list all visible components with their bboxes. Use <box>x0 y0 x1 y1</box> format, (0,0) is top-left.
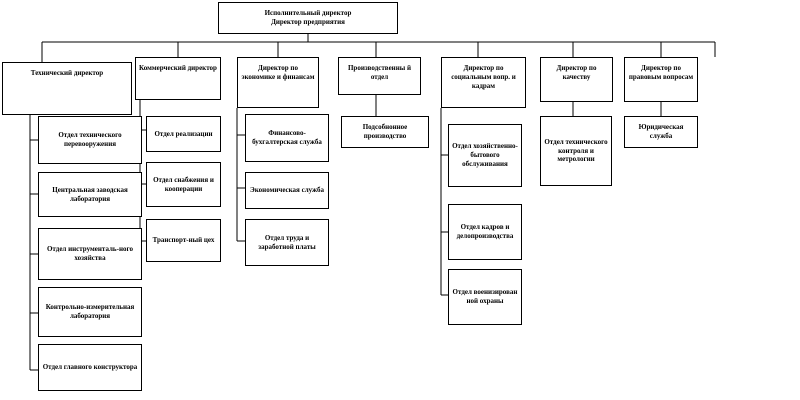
unit-transport: Транспорт-ный цех <box>146 219 221 262</box>
director-social: Директор по социальным вопр. и кадрам <box>441 57 526 108</box>
director-legal: Директор по правовым вопросам <box>624 57 698 102</box>
director-quality: Директор по качеству <box>540 57 613 102</box>
top-executive-title: Исполнительный директор <box>264 9 352 18</box>
unit-measurement-lab: Контрольно-измерительная лаборатория <box>38 287 142 337</box>
department-production: Производственны й отдел <box>338 57 421 95</box>
unit-technical-reequipment: Отдел технического перевооружения <box>38 116 142 164</box>
unit-auxiliary-production: Подсобнонное производство <box>341 116 429 148</box>
unit-legal: Юридическая служба <box>624 116 698 148</box>
unit-personnel: Отдел кадров и делопроизводства <box>448 204 522 260</box>
unit-economic: Экономическая служба <box>245 172 329 209</box>
director-technical: Технический директор <box>2 62 132 115</box>
unit-quality-control: Отдел технического контроля и метрологии <box>540 116 612 186</box>
unit-tooling: Отдел инструменталь-ного хозяйства <box>38 228 142 280</box>
unit-chief-designer: Отдел главного конструктора <box>38 344 142 391</box>
top-executive-box: Исполнительный директор Директор предпри… <box>218 2 398 34</box>
unit-sales: Отдел реализации <box>146 116 221 152</box>
director-commercial: Коммерческий директор <box>135 57 221 100</box>
unit-accounting: Финансово-бухгалтерская служба <box>245 114 329 162</box>
top-executive-subtitle: Директор предприятия <box>271 18 345 26</box>
unit-security: Отдел военизирован ной охраны <box>448 269 522 325</box>
unit-household-services: Отдел хозяйственно-бытового обслуживания <box>448 124 522 187</box>
director-finance: Директор по экономике и финансам <box>237 57 319 108</box>
unit-labor-wages: Отдел труда и заработной платы <box>245 219 329 266</box>
unit-central-lab: Центральная заводская лаборатория <box>38 172 142 217</box>
unit-supply: Отдел снабжения и кооперации <box>146 162 221 207</box>
